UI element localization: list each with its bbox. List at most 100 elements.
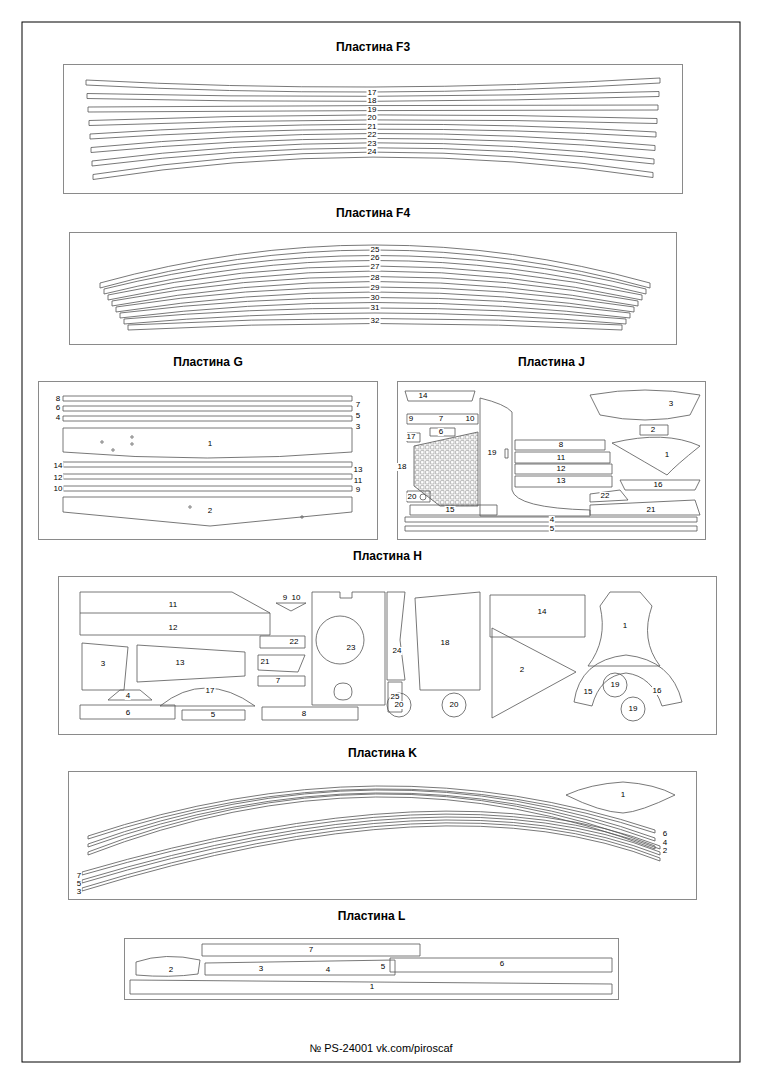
part-number: 4 bbox=[549, 516, 555, 524]
parts-plate: Пластина G bbox=[38, 381, 378, 540]
part-outline bbox=[276, 603, 306, 611]
part-outline bbox=[390, 958, 612, 972]
part-number: 5 bbox=[380, 963, 386, 971]
part-number: 26 bbox=[370, 254, 381, 262]
part-outline bbox=[63, 428, 352, 458]
part-number: 11 bbox=[168, 601, 178, 609]
part-number: 20 bbox=[367, 114, 378, 122]
part-number: 12 bbox=[168, 624, 179, 632]
part-number: 1 bbox=[207, 440, 213, 448]
part-number: 8 bbox=[558, 441, 564, 449]
part-number: 6 bbox=[662, 830, 668, 838]
part-number: 3 bbox=[76, 888, 82, 896]
part-number: 27 bbox=[370, 263, 381, 271]
part-number: 10 bbox=[291, 594, 302, 602]
part-outline bbox=[93, 152, 653, 179]
part-outline bbox=[112, 449, 114, 451]
part-outline bbox=[414, 432, 478, 506]
part-number: 21 bbox=[260, 658, 271, 666]
part-outline bbox=[480, 398, 590, 516]
part-number: 22 bbox=[367, 131, 378, 139]
part-number: 2 bbox=[662, 847, 668, 855]
part-outline bbox=[620, 480, 700, 490]
plate-heading: Пластина L bbox=[338, 909, 405, 923]
part-outline bbox=[80, 613, 270, 614]
part-number: 20 bbox=[407, 493, 418, 501]
part-number: 25 bbox=[390, 693, 401, 701]
part-outline bbox=[420, 494, 426, 500]
part-number: 14 bbox=[53, 462, 64, 470]
part-outline bbox=[407, 414, 478, 424]
part-number: 31 bbox=[370, 304, 381, 312]
part-outline bbox=[515, 440, 605, 450]
part-outline bbox=[63, 474, 352, 479]
part-outline bbox=[63, 462, 352, 467]
part-outline bbox=[387, 592, 405, 680]
part-number: 3 bbox=[100, 660, 106, 668]
part-number: 11 bbox=[353, 477, 363, 485]
part-number: 19 bbox=[610, 681, 621, 689]
part-number: 2 bbox=[207, 507, 213, 515]
part-outline bbox=[515, 452, 610, 463]
part-outline bbox=[603, 673, 627, 697]
part-number: 22 bbox=[289, 638, 300, 646]
part-outline bbox=[137, 645, 245, 682]
part-outline bbox=[442, 693, 466, 717]
part-outline bbox=[415, 592, 480, 690]
part-number: 17 bbox=[205, 687, 216, 695]
part-outline bbox=[80, 705, 175, 719]
part-outline bbox=[189, 506, 191, 508]
part-number: 18 bbox=[397, 463, 408, 471]
part-number: 8 bbox=[301, 710, 307, 718]
plate-heading: Пластина K bbox=[348, 746, 417, 760]
part-number: 10 bbox=[53, 485, 64, 493]
part-number: 19 bbox=[367, 106, 378, 114]
part-outline bbox=[505, 449, 508, 458]
part-number: 17 bbox=[367, 89, 378, 97]
part-outline bbox=[82, 823, 660, 891]
part-number: 1 bbox=[622, 622, 628, 630]
part-number: 9 bbox=[282, 594, 288, 602]
plate-heading: Пластина F3 bbox=[336, 40, 410, 54]
part-number: 5 bbox=[549, 525, 555, 533]
part-outline bbox=[260, 636, 305, 648]
part-outline bbox=[405, 391, 475, 401]
part-number: 7 bbox=[76, 872, 82, 880]
part-number: 7 bbox=[275, 677, 281, 685]
part-number: 23 bbox=[367, 140, 378, 148]
part-number: 14 bbox=[537, 608, 548, 616]
part-outline bbox=[407, 491, 430, 502]
part-outline bbox=[621, 697, 645, 721]
part-number: 14 bbox=[418, 392, 429, 400]
part-number: 12 bbox=[556, 465, 567, 473]
part-outline bbox=[640, 425, 668, 435]
part-number: 4 bbox=[325, 966, 331, 974]
part-number: 1 bbox=[620, 791, 626, 799]
part-number: 6 bbox=[125, 709, 131, 717]
part-number: 11 bbox=[556, 454, 566, 462]
part-outline bbox=[312, 592, 385, 705]
part-outline bbox=[108, 690, 152, 700]
part-number: 6 bbox=[438, 428, 444, 436]
part-number: 5 bbox=[210, 711, 216, 719]
part-number: 17 bbox=[406, 433, 417, 441]
part-outline bbox=[612, 437, 700, 475]
part-outline bbox=[63, 497, 352, 526]
part-outline bbox=[63, 406, 352, 411]
part-outline bbox=[387, 693, 411, 717]
part-number: 6 bbox=[55, 404, 61, 412]
part-outline bbox=[63, 416, 352, 421]
part-outline bbox=[63, 486, 352, 491]
part-outline bbox=[590, 500, 700, 515]
part-outline bbox=[334, 683, 352, 700]
part-outline bbox=[492, 628, 576, 718]
part-outline bbox=[131, 436, 133, 438]
part-outline bbox=[515, 476, 612, 487]
part-outline bbox=[258, 676, 305, 686]
part-number: 2 bbox=[650, 426, 656, 434]
part-outline bbox=[205, 960, 395, 975]
part-number: 29 bbox=[370, 284, 381, 292]
part-outline bbox=[258, 655, 305, 672]
part-number: 18 bbox=[440, 639, 451, 647]
part-number: 8 bbox=[55, 395, 61, 403]
